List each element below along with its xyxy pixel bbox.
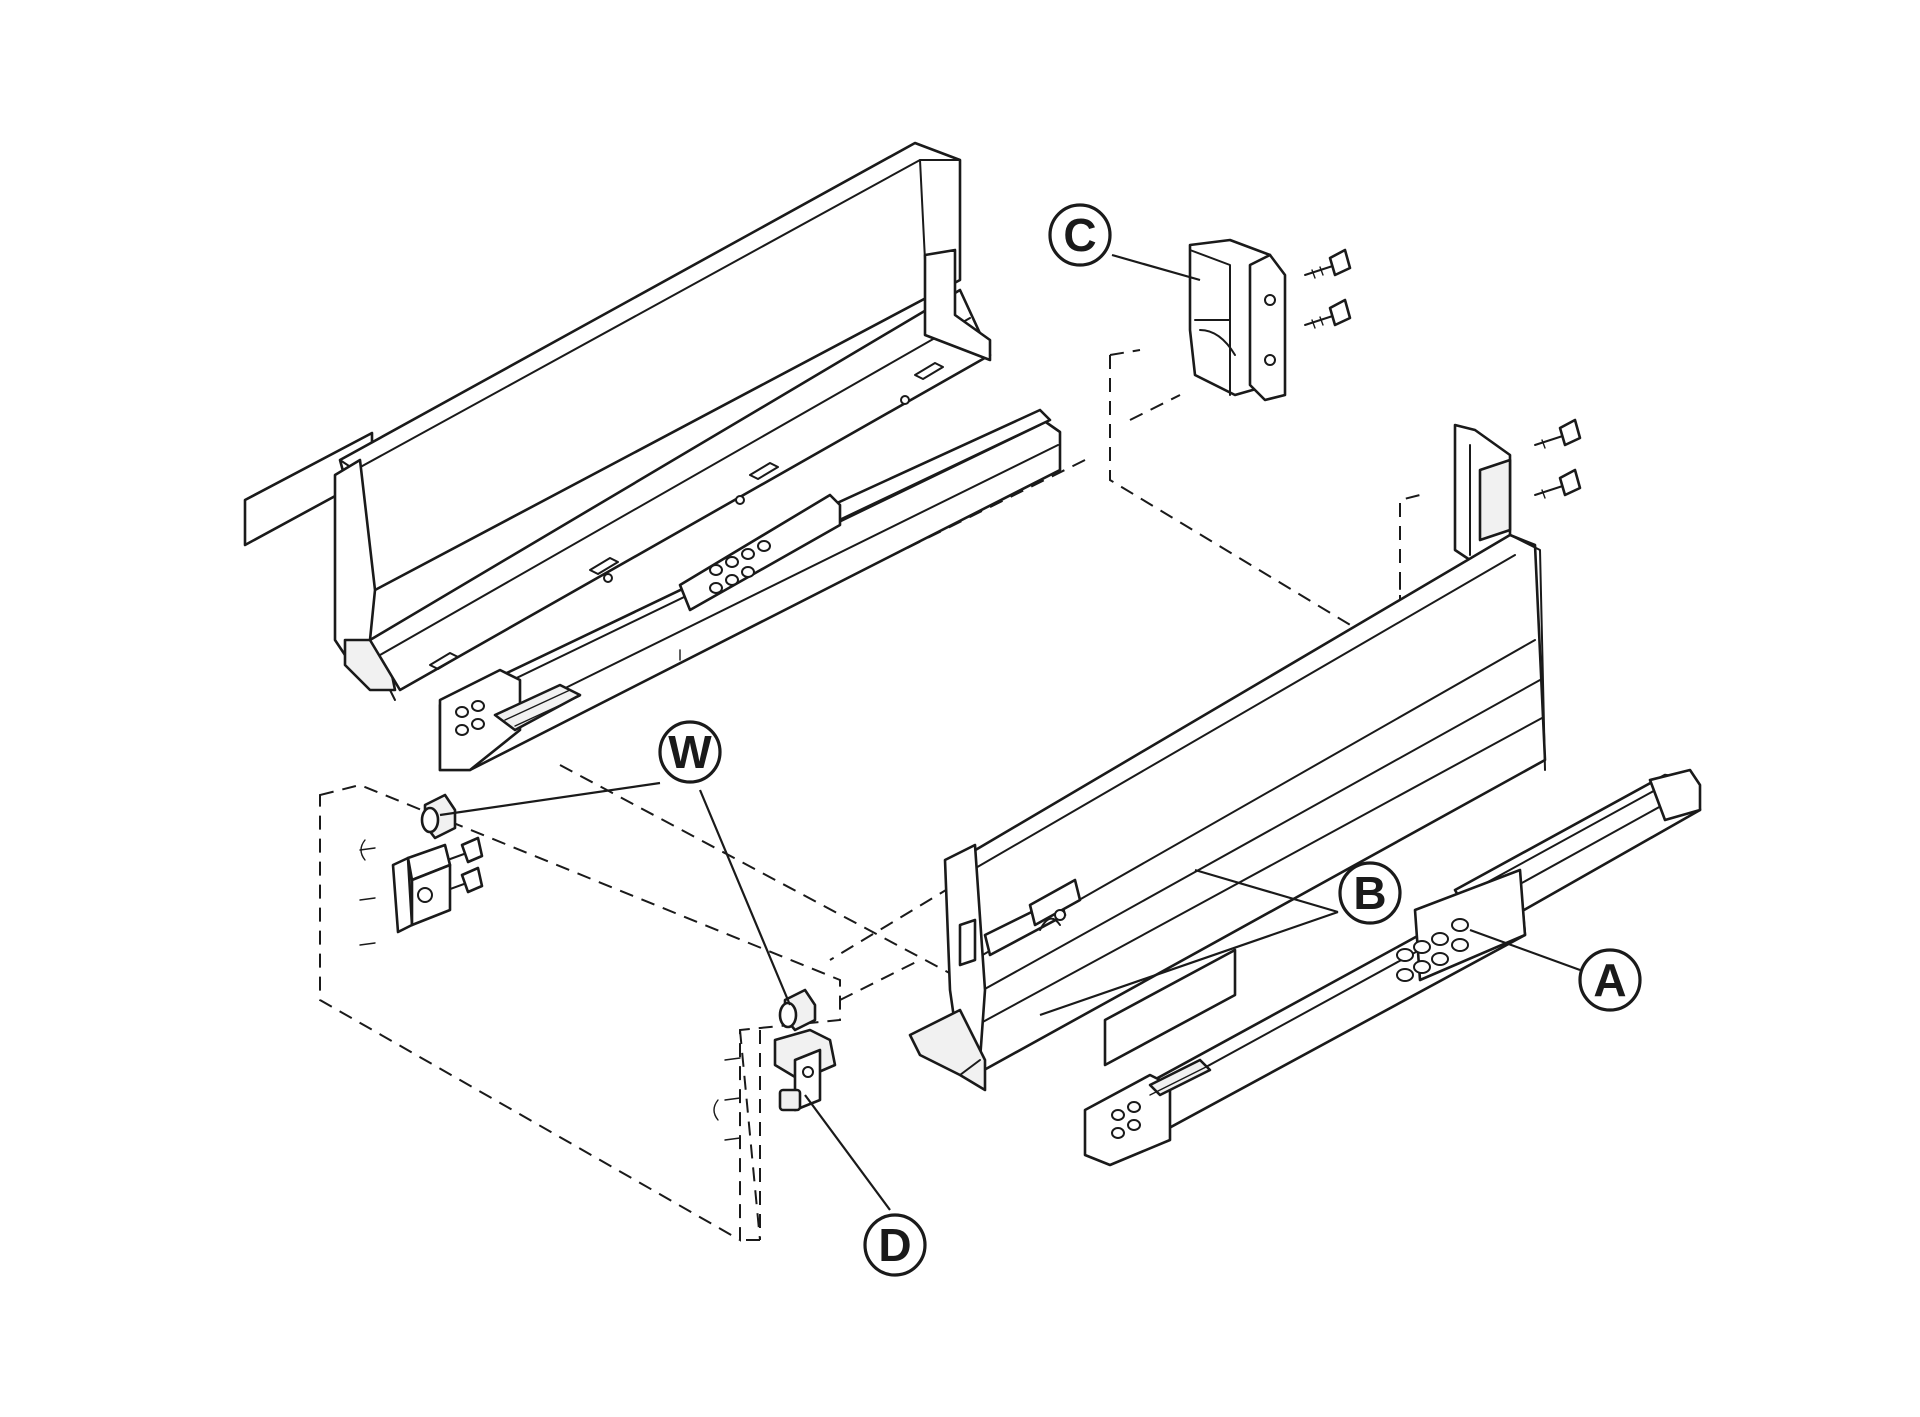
screw-icon xyxy=(1304,248,1352,279)
screw-icon xyxy=(1304,298,1352,329)
callout-d-label: D xyxy=(878,1219,911,1271)
right-drawer-side xyxy=(908,423,1547,1092)
adjuster-w-right xyxy=(778,988,817,1032)
callout-a-label: A xyxy=(1593,954,1626,1006)
callout-w-label: W xyxy=(668,726,712,778)
callout-d: D xyxy=(863,1213,927,1277)
hole-markers xyxy=(359,839,741,1141)
callout-b: B xyxy=(1338,861,1402,925)
front-fixing-d xyxy=(773,1028,837,1112)
callout-a: A xyxy=(1578,948,1642,1012)
adjuster-w-left xyxy=(420,793,457,840)
front-fixing-left xyxy=(391,843,452,934)
callout-b-label: B xyxy=(1353,867,1386,919)
callout-w: W xyxy=(658,720,722,784)
runner-a xyxy=(1083,768,1702,1167)
callout-c: C xyxy=(1048,203,1112,267)
label-strip xyxy=(1103,948,1237,1067)
left-runner xyxy=(438,408,1062,772)
left-drawer-side xyxy=(243,141,992,701)
callout-c-label: C xyxy=(1063,209,1096,261)
screw-icon xyxy=(1534,468,1582,499)
screw-icon xyxy=(1534,418,1582,449)
leader-lines xyxy=(439,253,1581,1211)
screws xyxy=(419,248,1582,901)
back-bracket-c xyxy=(1188,238,1287,402)
